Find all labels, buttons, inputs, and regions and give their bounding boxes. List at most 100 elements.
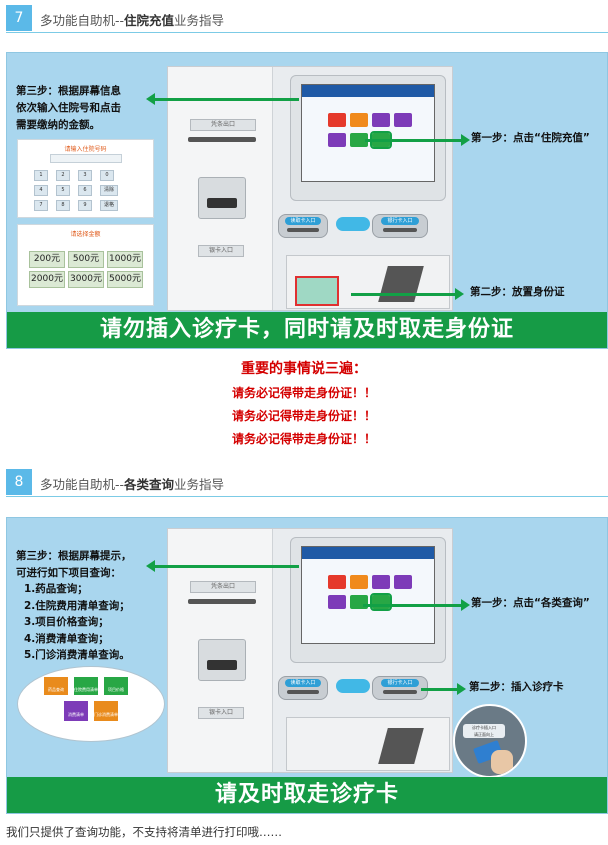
step2-text: 第二步：放置身份证	[470, 286, 565, 298]
keypad-key: 7	[34, 200, 48, 211]
kiosk-screen-frame	[290, 75, 446, 201]
warning-line: 请务必记得带走身份证！！	[231, 386, 376, 400]
keypad-key: 1	[34, 170, 48, 181]
query-tile-price: 项目价格	[104, 677, 128, 695]
input-card-title: 请输入住院号码	[64, 146, 107, 153]
kiosk-screen	[301, 84, 435, 182]
section-title: 多功能自助机--住院充值业务指导	[40, 13, 225, 28]
screen-header-bar	[302, 85, 434, 97]
warning-line: 请务必记得带走身份证！！	[231, 409, 376, 423]
hospital-number-field	[50, 154, 122, 163]
arrow-to-screen	[146, 560, 299, 572]
menu-tile	[350, 575, 368, 589]
query-tile-outpatient: 门诊消费清单	[94, 701, 118, 721]
section-title: 多功能自助机--各类查询业务指导	[40, 477, 225, 492]
footer-note: 我们只提供了查询功能，不支持将清单进行打印哦……	[6, 825, 282, 839]
keypad-key: 9	[78, 200, 92, 211]
kiosk-screen-frame	[290, 537, 446, 663]
amount-option: 3000元	[68, 271, 104, 288]
receipt-slot	[188, 137, 256, 142]
menu-tile	[372, 575, 390, 589]
warning-heading: 重要的事情说三遍：	[241, 361, 367, 377]
query-guide-image: 凭条出口 银卡入口 读取卡入口	[6, 517, 608, 814]
section-underline	[6, 496, 608, 497]
card-insert-photo: 诊疗卡插入口请正面向上	[453, 704, 527, 778]
menu-tile	[350, 133, 368, 147]
menu-tile	[394, 575, 412, 589]
section-number: 7	[6, 5, 32, 31]
id-card-highlight	[295, 276, 339, 306]
step1-text: 第一步：点击“住院充值”	[471, 132, 590, 144]
id-card-tray	[286, 255, 450, 309]
arrow-step2	[421, 683, 466, 695]
receipt-outlet-label: 凭条出口	[190, 581, 256, 593]
receipt-slot	[188, 599, 256, 604]
card-reader-left: 读取卡入口	[278, 214, 328, 238]
menu-tile	[328, 575, 346, 589]
recharge-guide-image: 凭条出口 银卡入口 读取卡入口	[6, 52, 608, 349]
section-8-header: 8 多功能自助机--各类查询业务指导	[6, 469, 608, 497]
query-banner: 请及时取走诊疗卡	[7, 777, 607, 813]
section-7-header: 7 多功能自助机--住院充值业务指导	[6, 5, 608, 33]
kiosk-left-column: 凭条出口 银卡入口	[168, 529, 273, 772]
kiosk-machine: 凭条出口 银卡入口 读取卡入口	[167, 528, 453, 773]
step3-text: 第三步：根据屏幕信息 依次输入住院号和点击 需要缴纳的金额。	[16, 85, 121, 131]
tray-opening	[378, 266, 424, 302]
menu-tile	[394, 113, 412, 127]
step1-text: 第一步：点击“各类查询”	[471, 597, 590, 609]
id-card-tray	[286, 717, 450, 771]
section-underline	[6, 32, 608, 33]
contactless-pad	[336, 679, 370, 693]
arrow-step2	[351, 288, 464, 300]
kiosk-machine: 凭条出口 银卡入口 读取卡入口	[167, 66, 453, 311]
step2-text: 第二步：插入诊疗卡	[469, 681, 564, 693]
keypad-key: 8	[56, 200, 70, 211]
menu-tile	[350, 113, 368, 127]
query-tile-drug: 药品查询	[44, 677, 68, 695]
amount-card-title: 请选择金额	[70, 231, 101, 238]
arrow-step1	[363, 599, 470, 611]
keypad-key: 退格	[100, 200, 118, 211]
keypad-key: 3	[78, 170, 92, 181]
receipt-outlet-label: 凭条出口	[190, 119, 256, 131]
card-reader-right: 银行卡入口	[372, 676, 428, 700]
warning-line: 请务必记得带走身份证！！	[231, 432, 376, 446]
menu-tile	[328, 133, 346, 147]
keypad-key: 清除	[100, 185, 118, 196]
kiosk-screen	[301, 546, 435, 644]
menu-tile	[328, 113, 346, 127]
query-tile-consumption: 消费清单	[64, 701, 88, 721]
card-dispenser	[198, 639, 246, 681]
recharge-banner: 请勿插入诊疗卡，同时请及时取走身份证	[7, 312, 607, 348]
card-reader-right: 银行卡入口	[372, 214, 428, 238]
card-inlet-label: 银卡入口	[198, 245, 244, 257]
menu-tile	[328, 595, 346, 609]
screen-menu	[302, 559, 434, 643]
tray-opening	[378, 728, 424, 764]
amount-option: 5000元	[107, 271, 143, 288]
query-tile-inpatient: 住院费用清单	[74, 677, 98, 695]
keypad-key: 4	[34, 185, 48, 196]
card-dispenser	[198, 177, 246, 219]
contactless-pad	[336, 217, 370, 231]
arrow-to-screen	[146, 93, 299, 105]
hand	[491, 750, 513, 774]
amount-option: 500元	[68, 251, 104, 268]
amount-option: 200元	[29, 251, 65, 268]
keypad-key: 2	[56, 170, 70, 181]
query-menu-oval: 药品查询 住院费用清单 项目价格 消费清单 门诊消费清单	[17, 666, 165, 742]
step3-text: 第三步：根据屏幕提示， 可进行如下项目查询： 1.药品查询； 2.住院费用清单查…	[16, 550, 132, 661]
card-reader-left: 读取卡入口	[278, 676, 328, 700]
keypad-key: 5	[56, 185, 70, 196]
amount-option: 2000元	[29, 271, 65, 288]
arrow-step1	[365, 134, 470, 146]
section-number: 8	[6, 469, 32, 495]
keypad-key: 0	[100, 170, 114, 181]
keypad-key: 6	[78, 185, 92, 196]
screen-header-bar	[302, 547, 434, 559]
card-inlet-label: 银卡入口	[198, 707, 244, 719]
menu-tile	[372, 113, 390, 127]
amount-option: 1000元	[107, 251, 143, 268]
